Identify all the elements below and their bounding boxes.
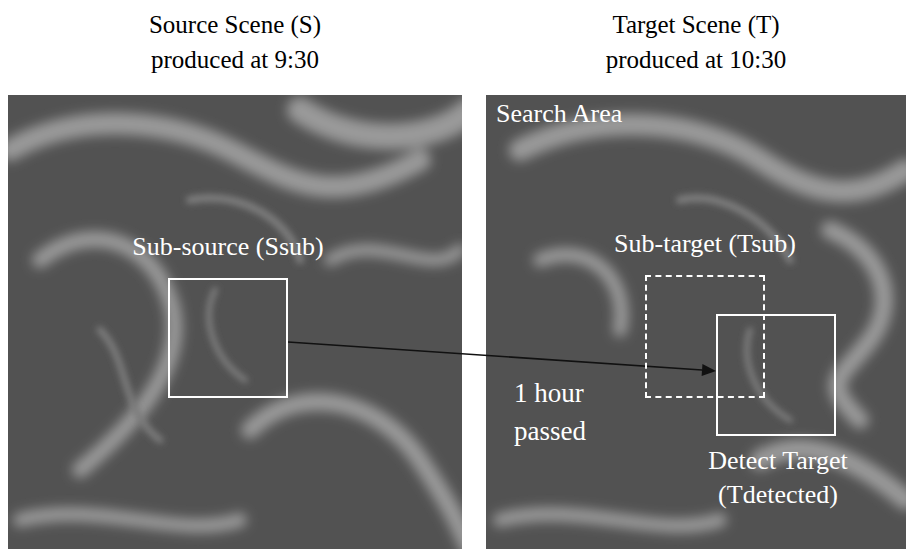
- swirl: [747, 330, 790, 420]
- swirl: [300, 110, 462, 136]
- area-label: Search Area: [496, 97, 622, 131]
- cloud-swirls: [10, 110, 462, 549]
- swirl: [500, 514, 720, 526]
- arrow-head: [702, 364, 716, 376]
- box-label: Sub-source (Ssub): [132, 230, 323, 264]
- swirl: [100, 330, 160, 440]
- swirl: [540, 255, 622, 330]
- box-label: Sub-target (Tsub): [614, 227, 796, 261]
- cloud-swirls: [500, 125, 906, 526]
- image-ground: [8, 95, 462, 549]
- sub-source-box: Sub-source (Ssub): [168, 278, 288, 398]
- swirl: [330, 250, 460, 260]
- sub-target-box: Sub-target (Tsub): [645, 275, 765, 398]
- scene-heading: Target Scene (T) produced at 10:30: [571, 7, 821, 77]
- swirl: [520, 125, 906, 192]
- swirl: [830, 230, 884, 420]
- detected-target-box: Detect Target (Tdetected): [716, 314, 836, 436]
- swirl: [40, 239, 174, 470]
- swirl: [209, 290, 245, 380]
- image-ground: [486, 95, 906, 549]
- source-scene: Source Scene (S) produced at 9:30Sub-sou…: [8, 95, 462, 549]
- target-scene: Target Scene (T) produced at 10:30Search…: [486, 95, 906, 549]
- swirl: [20, 514, 240, 526]
- source-image: [8, 95, 462, 549]
- swirl: [250, 402, 462, 549]
- target-image: [486, 95, 906, 549]
- scene-heading: Source Scene (S) produced at 9:30: [110, 7, 360, 77]
- motion-arrow: [288, 342, 716, 376]
- time-note: 1 hour passed: [514, 374, 610, 450]
- arrow-shaft: [288, 342, 702, 370]
- box-label: Detect Target (Tdetected): [688, 444, 868, 512]
